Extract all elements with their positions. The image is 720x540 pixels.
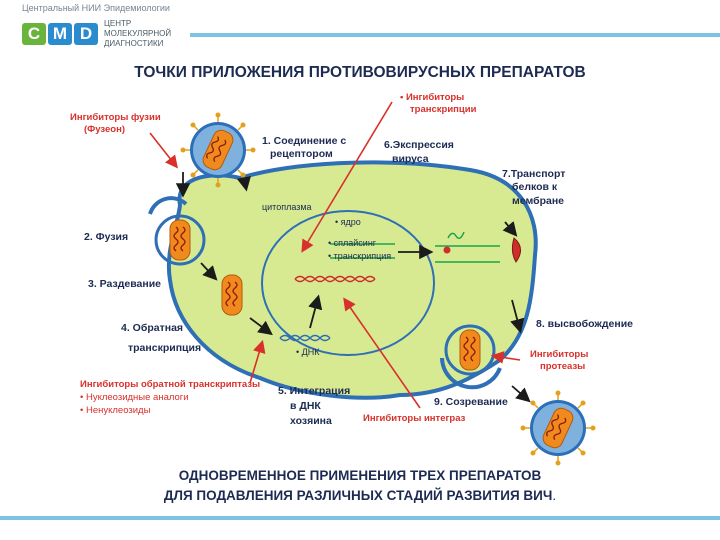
page-title: ТОЧКИ ПРИЛОЖЕНИЯ ПРОТИВОВИРУСНЫХ ПРЕПАРА…: [134, 64, 586, 81]
logo-letter-c: C: [22, 23, 46, 45]
splicing-label: • сплайсинг: [328, 238, 377, 248]
transcription-label: • транскрипция: [328, 251, 391, 261]
integrase-inhibitors-label: Ингибиторы интеграз: [363, 413, 466, 424]
center-name: ЦЕНТР МОЛЕКУЛЯРНОЙ ДИАГНОСТИКИ: [104, 19, 172, 48]
footer-line-2: ДЛЯ ПОДАВЛЕНИЯ РАЗЛИЧНЫХ СТАДИЙ РАЗВИТИЯ…: [163, 488, 557, 503]
cytoplasm-label: цитоплазма: [262, 202, 312, 212]
dna-label: • ДНК: [296, 347, 320, 357]
ribosome-icon: [443, 246, 451, 254]
header-rule: [190, 33, 720, 37]
stage-9-label: 9. Созревание: [434, 396, 508, 408]
virus-attaching-icon: [179, 111, 257, 189]
capsid-budding-icon: [459, 329, 481, 371]
stage-2-label: 2. Фузия: [84, 231, 128, 243]
capsid-fusion-icon: [169, 219, 191, 261]
nucleus-label: • ядро: [335, 217, 361, 227]
stage-8-label: 8. высвобождение: [536, 318, 633, 330]
cmd-logo: C M D: [22, 23, 100, 45]
footer-caption: ОДНОВРЕМЕННОЕ ПРИМЕНЕНИЯ ТРЕХ ПРЕПАРАТОВ…: [0, 466, 720, 506]
fusion-bump: [148, 196, 188, 215]
virus-mature-icon: [519, 389, 597, 467]
rt-inhibitors-label: Ингибиторы обратной транскриптазы• Нукле…: [80, 379, 260, 416]
logo-letter-d: D: [74, 23, 98, 45]
footer-rule: [0, 516, 720, 520]
stage-3-label: 3. Раздевание: [88, 278, 161, 290]
budding-bump: [440, 357, 502, 390]
proviral-dna-icon: [294, 275, 376, 283]
institute-name: Центральный НИИ Эпидемиологии: [22, 3, 170, 13]
footer-line-1: ОДНОВРЕМЕННОЕ ПРИМЕНЕНИЯ ТРЕХ ПРЕПАРАТОВ: [178, 468, 542, 483]
fusion-inhibitors-label: Ингибиторы фузии(Фузеон): [70, 112, 161, 135]
mrna-lines: [330, 231, 500, 263]
nucleus: [261, 210, 435, 356]
capsid-uncoating-icon: [221, 274, 243, 316]
cdna-icon: [279, 334, 331, 342]
logo-letter-m: M: [48, 23, 72, 45]
membrane-protein-icon: [511, 237, 521, 263]
